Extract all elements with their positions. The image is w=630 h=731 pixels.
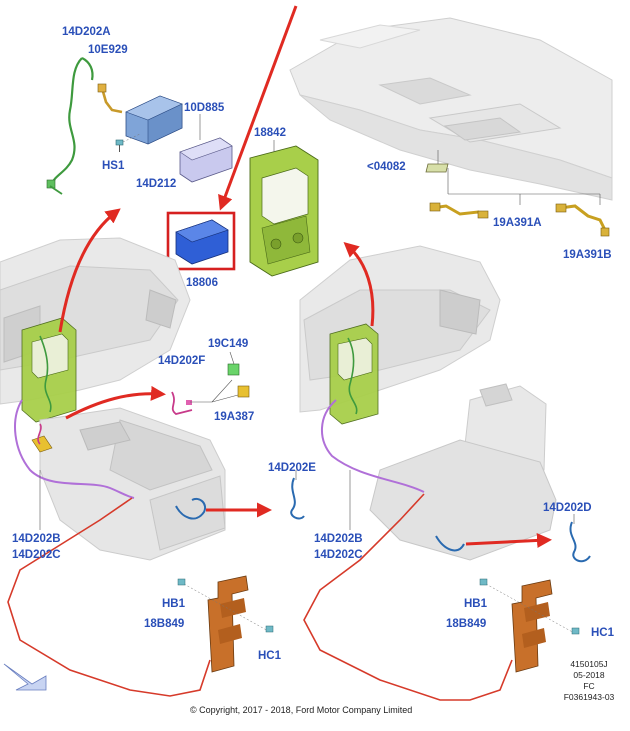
harness-purple-left bbox=[14, 399, 135, 499]
label-hc1-left: HC1 bbox=[258, 650, 282, 662]
label-19c149: 19C149 bbox=[208, 338, 249, 350]
bracket-18b849-left bbox=[177, 575, 274, 673]
center-stack-right bbox=[329, 323, 379, 425]
connector-19a387 bbox=[237, 385, 250, 398]
bolt-hs1 bbox=[115, 133, 141, 152]
harness-purple-right bbox=[320, 399, 425, 493]
headliner-illustration bbox=[289, 17, 613, 201]
label-18842: 18842 bbox=[254, 127, 286, 139]
connector-cluster-left bbox=[31, 423, 53, 453]
label-19a391a: 19A391A bbox=[493, 217, 542, 229]
label-hb1-left: HB1 bbox=[162, 598, 186, 610]
label-19a387: 19A387 bbox=[214, 411, 255, 423]
label-14d202b-left: 14D202B bbox=[12, 533, 61, 545]
label-04082: <04082 bbox=[367, 161, 406, 173]
harness-14d202f bbox=[171, 379, 239, 415]
harness-red-left bbox=[7, 497, 211, 697]
highlight-box-18806 bbox=[166, 211, 236, 271]
harness-14d202e-installed-left bbox=[175, 498, 206, 520]
label-18b849-left: 18B849 bbox=[144, 618, 185, 630]
ref-line-2: 05-2018 bbox=[573, 670, 605, 680]
label-10e929: 10E929 bbox=[88, 44, 128, 56]
arrow-to-14d202f bbox=[65, 385, 166, 420]
label-14d202f: 14D202F bbox=[158, 355, 206, 367]
overhead-bracket bbox=[425, 150, 601, 205]
label-19a391b: 19A391B bbox=[563, 249, 612, 261]
module-14d212 bbox=[125, 95, 183, 145]
pointer-arrow bbox=[218, 5, 298, 211]
label-14d202e: 14D202E bbox=[268, 462, 316, 474]
label-10d885: 10D885 bbox=[184, 102, 225, 114]
harness-19a391a bbox=[429, 202, 489, 219]
harness-14d202e bbox=[290, 470, 305, 520]
label-hb1-right: HB1 bbox=[464, 598, 488, 610]
connector-19c149 bbox=[227, 363, 240, 376]
leader-19c149 bbox=[229, 351, 235, 365]
label-14d202d: 14D202D bbox=[543, 502, 592, 514]
ref-line-3: FC bbox=[583, 681, 595, 691]
label-14d202b-right: 14D202B bbox=[314, 533, 363, 545]
seat-right bbox=[369, 383, 557, 561]
label-hs1: HS1 bbox=[102, 160, 125, 172]
module-18806 bbox=[175, 219, 229, 265]
center-console-left bbox=[39, 407, 226, 561]
harness-red-right bbox=[303, 493, 513, 701]
label-18806: 18806 bbox=[186, 277, 218, 289]
harness-14d202d-installed bbox=[435, 535, 465, 552]
arrow-to-14d202d bbox=[465, 532, 552, 548]
harness-19a391b bbox=[555, 203, 610, 237]
bezel-18842 bbox=[249, 145, 319, 277]
ref-line-1: 4150105J bbox=[570, 659, 608, 669]
bracket-18b849-right bbox=[479, 578, 580, 673]
connector-10e929 bbox=[97, 83, 123, 114]
arrow-to-top-group bbox=[58, 208, 121, 333]
center-stack-left bbox=[21, 317, 77, 423]
view-direction-arrow bbox=[3, 663, 47, 691]
harness-14d202d bbox=[569, 514, 591, 563]
label-14d202c-right: 14D202C bbox=[314, 549, 363, 561]
label-14d202c-left: 14D202C bbox=[12, 549, 61, 561]
reference-block: 4150105J 05-2018 FC F0361943-03 bbox=[554, 659, 624, 703]
harness-14d202a bbox=[46, 57, 94, 195]
ref-line-4: F0361943-03 bbox=[563, 692, 615, 702]
arrow-to-bezel bbox=[343, 242, 375, 327]
copyright-notice: © Copyright, 2017 - 2018, Ford Motor Com… bbox=[190, 705, 413, 715]
label-14d212: 14D212 bbox=[136, 178, 177, 190]
label-hc1-right: HC1 bbox=[591, 627, 615, 639]
label-14d202a: 14D202A bbox=[62, 26, 111, 38]
label-18b849-right: 18B849 bbox=[446, 618, 487, 630]
module-10d885 bbox=[179, 137, 233, 183]
